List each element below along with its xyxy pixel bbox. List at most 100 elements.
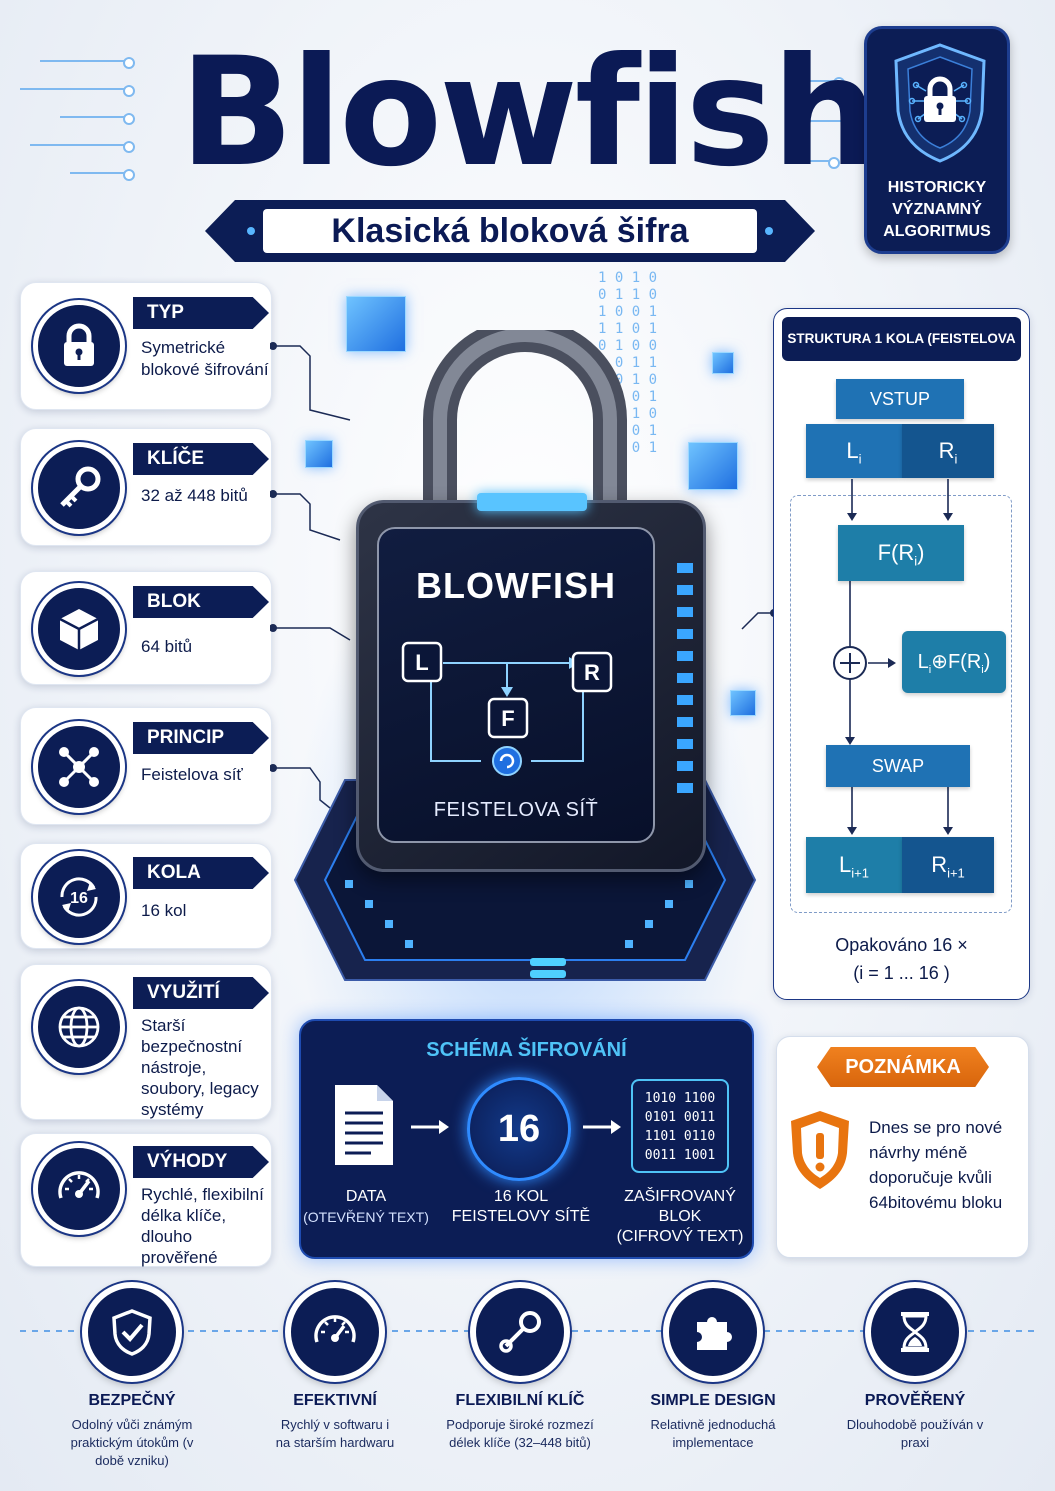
card-text: Symetrické blokové šifrování bbox=[141, 338, 269, 379]
lock-title: BLOWFISH bbox=[416, 565, 616, 606]
shield-check-icon bbox=[82, 1282, 182, 1382]
card-klice: KLÍČE 32 až 448 bitů bbox=[20, 428, 272, 546]
circuit-decoration-right bbox=[800, 60, 860, 200]
rounds-icon-number: 16 bbox=[70, 890, 88, 907]
card-text: Starší bezpečnostní nástroje, soubory, l… bbox=[141, 1016, 259, 1119]
key-icon bbox=[470, 1282, 570, 1382]
card-text: 16 kol bbox=[141, 901, 187, 920]
li-label: L bbox=[846, 438, 859, 463]
card-kola: 16 KOLA 16 kol bbox=[20, 843, 272, 949]
li1-label: L bbox=[839, 852, 852, 877]
document-icon bbox=[335, 1085, 393, 1165]
rounds-sub: FEISTELOVY SÍTĚ bbox=[451, 1208, 591, 1225]
f-function-box: F(Ri) bbox=[838, 525, 964, 581]
card-blok: BLOK 64 bitů bbox=[20, 571, 272, 685]
card-label: PRINCIP bbox=[133, 722, 269, 754]
card-connectors bbox=[270, 342, 351, 809]
rounds-dial: 16 bbox=[467, 1077, 571, 1181]
output-label: ZAŠIFROVANÝ BLOK bbox=[624, 1188, 736, 1225]
arrow-right-icon bbox=[583, 1120, 621, 1134]
repeat-range: (i = 1 ... 16 ) bbox=[853, 963, 950, 983]
binary-line: 0011 1001 bbox=[644, 1148, 716, 1163]
feature-desc: Relativně jednoduchá implementace bbox=[650, 1417, 776, 1450]
ri-box: Ri bbox=[902, 424, 994, 478]
li-box: Li bbox=[806, 424, 902, 478]
feature-provereny: PROVĚŘENÝ Dlouhodobě používán v praxi bbox=[815, 1282, 1015, 1452]
feature-title: SIMPLE DESIGN bbox=[650, 1392, 776, 1409]
card-text: 32 až 448 bitů bbox=[141, 486, 248, 505]
shield-lock-icon bbox=[894, 43, 986, 163]
feature-simple-design: SIMPLE DESIGN Relativně jednoduchá imple… bbox=[613, 1282, 813, 1452]
globe-icon bbox=[33, 981, 125, 1073]
xor-subscript: i bbox=[928, 664, 932, 676]
feature-desc: Rychlý v softwaru i na starším hardwaru bbox=[275, 1417, 395, 1450]
li-subscript: i bbox=[858, 451, 862, 467]
card-vyhody: VÝHODY Rychlé, flexibilní délka klíče, d… bbox=[20, 1133, 272, 1267]
lock-top-light bbox=[477, 493, 587, 511]
feistel-arrows bbox=[833, 479, 953, 835]
lock-icon bbox=[33, 300, 125, 392]
card-label: KLÍČE bbox=[133, 443, 269, 475]
feature-title: EFEKTIVNÍ bbox=[293, 1392, 377, 1409]
note-panel: POZNÁMKA Dnes se pro nové návrhy méně do… bbox=[776, 1036, 1029, 1258]
gauge-icon bbox=[285, 1282, 385, 1382]
f-label: F(R bbox=[877, 540, 915, 565]
xor-subscript-2: i bbox=[981, 664, 984, 676]
ri1-subscript: i+1 bbox=[947, 865, 965, 881]
note-text: Dnes se pro nové návrhy méně doporučuje … bbox=[869, 1118, 1003, 1212]
ri-subscript: i bbox=[954, 451, 958, 467]
circuit-decoration-left bbox=[0, 40, 160, 200]
data-cube-decoration bbox=[305, 440, 333, 468]
feature-efektivni: EFEKTIVNÍ Rychlý v softwaru i na starším… bbox=[235, 1282, 435, 1452]
feature-title: BEZPEČNÝ bbox=[88, 1392, 176, 1409]
binary-line: 1101 0110 bbox=[644, 1129, 716, 1144]
card-label: BLOK bbox=[133, 586, 269, 618]
data-cube-decoration bbox=[688, 442, 738, 490]
swap-box: SWAP bbox=[826, 745, 970, 787]
card-text: 64 bitů bbox=[141, 637, 193, 656]
note-label: POZNÁMKA bbox=[817, 1047, 989, 1087]
network-icon bbox=[33, 721, 125, 813]
card-label: VYUŽITÍ bbox=[133, 977, 269, 1009]
binary-line: 1010 1100 bbox=[644, 1091, 716, 1106]
output-label-group: ZAŠIFROVANÝ BLOK (CIFROVÝ TEXT) bbox=[607, 1187, 753, 1247]
xor-f-label: F(R bbox=[947, 651, 982, 673]
rounds-label-group: 16 KOL FEISTELOVY SÍTĚ bbox=[441, 1187, 601, 1227]
puzzle-icon bbox=[663, 1282, 763, 1382]
lock-r-label: R bbox=[584, 660, 600, 685]
li1-box: Li+1 bbox=[806, 837, 902, 893]
ri1-box: Ri+1 bbox=[902, 837, 994, 893]
lock-shackle bbox=[423, 330, 627, 520]
lock-panel: BLOWFISH L R F FEISTELOVA SÍŤ bbox=[377, 527, 655, 843]
feature-title: PROVĚŘENÝ bbox=[864, 1392, 966, 1409]
feature-desc: Dlouhodobě používán v praxi bbox=[846, 1417, 984, 1450]
speedometer-icon bbox=[33, 1143, 125, 1235]
rounds-number: 16 bbox=[497, 1108, 541, 1150]
output-sub: (CIFROVÝ TEXT) bbox=[616, 1228, 744, 1245]
lock-l-label: L bbox=[415, 650, 428, 675]
rounds-icon: 16 bbox=[33, 851, 125, 943]
data-cube-decoration bbox=[346, 296, 406, 352]
repeat-note: Opakováno 16 × bbox=[835, 935, 968, 955]
historic-badge: HISTORICKY VÝZNAMNÝ ALGORITMUS bbox=[864, 26, 1010, 254]
warning-shield-icon bbox=[791, 1111, 849, 1189]
card-text: Rychlé, flexibilní délka klíče, dlouho p… bbox=[141, 1185, 264, 1267]
card-text: Feistelova síť bbox=[141, 765, 243, 784]
badge-line-2: VÝZNAMNÝ bbox=[892, 201, 982, 218]
card-princip: PRINCIP Feistelova síť bbox=[20, 707, 272, 825]
feature-bezpecny: BEZPEČNÝ Odolný vůči známým praktickým ú… bbox=[32, 1282, 232, 1470]
xor-l-label: L bbox=[917, 651, 929, 673]
feature-flexibilni-klic: FLEXIBILNÍ KLÍČ Podporuje široké rozmezí… bbox=[420, 1282, 620, 1452]
ciphertext-block: 1010 1100 0101 0011 1101 0110 0011 1001 bbox=[631, 1079, 729, 1173]
arrow-right-icon bbox=[411, 1120, 449, 1134]
lock-caption: FEISTELOVA SÍŤ bbox=[433, 799, 599, 821]
lock-side-lights bbox=[677, 563, 693, 803]
round-frame bbox=[790, 495, 1012, 913]
card-label: VÝHODY bbox=[133, 1146, 269, 1178]
badge-line-3: ALGORITMUS bbox=[883, 223, 991, 240]
lock-feistel-diagram: L R F bbox=[401, 641, 613, 776]
li1-subscript: i+1 bbox=[851, 865, 869, 881]
card-label: TYP bbox=[133, 297, 269, 329]
ri1-label: R bbox=[931, 852, 948, 877]
scheme-title: SCHÉMA ŠIFROVÁNÍ bbox=[426, 1039, 627, 1061]
